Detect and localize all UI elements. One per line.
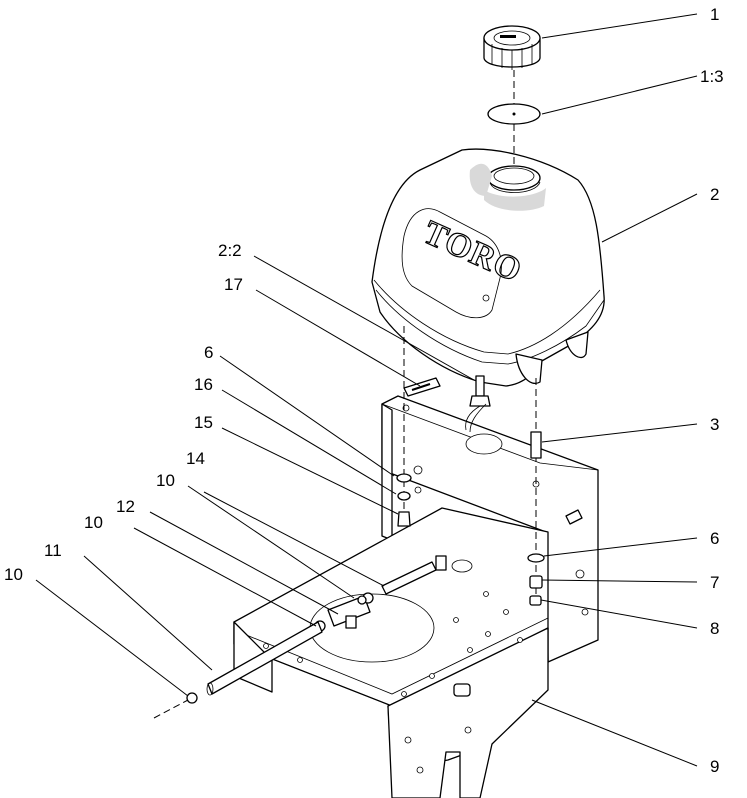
fuel-cap-part-1 [483,25,541,70]
callout-1-3: 1:3 [700,67,724,86]
bolt-part-15 [397,511,411,527]
callout-2: 2 [710,185,719,204]
callout-6-right: 6 [710,529,719,548]
callout-14: 14 [186,449,205,468]
hose-part-14 [381,555,447,595]
hose-part-11 [207,621,323,695]
callout-12: 12 [116,497,135,516]
washer-part-6-left [396,473,412,483]
callout-17: 17 [224,275,243,294]
washer-part-6-right [527,553,545,563]
nut-part-7 [529,575,543,589]
clamp-part-10-upper [357,595,367,605]
nut-part-8 [529,595,542,606]
callout-10-lower: 10 [4,565,23,584]
callout-16: 16 [194,375,213,394]
callout-8: 8 [710,619,719,638]
callout-15: 15 [194,413,213,432]
spacer-part-3 [530,431,542,459]
callout-3: 3 [710,415,719,434]
callout-labels: 1 1:3 2 2:2 17 3 6 16 15 14 10 12 10 11 … [4,5,724,776]
callout-10-upper: 10 [156,471,175,490]
leader-lines [35,13,698,767]
callout-9: 9 [710,757,719,776]
callout-10-middle: 10 [84,513,103,532]
callout-7: 7 [710,573,719,592]
clamp-part-10-lower [186,692,198,704]
fuel-fitting-part-2-2 [465,375,491,433]
grommet-part-16 [397,491,411,501]
callout-11: 11 [44,541,62,560]
callout-6-left: 6 [204,343,213,362]
callout-1: 1 [710,5,719,24]
fuel-tank-part-2 [371,148,605,387]
frame-part-9 [233,395,599,798]
callout-2-2: 2:2 [218,241,242,260]
